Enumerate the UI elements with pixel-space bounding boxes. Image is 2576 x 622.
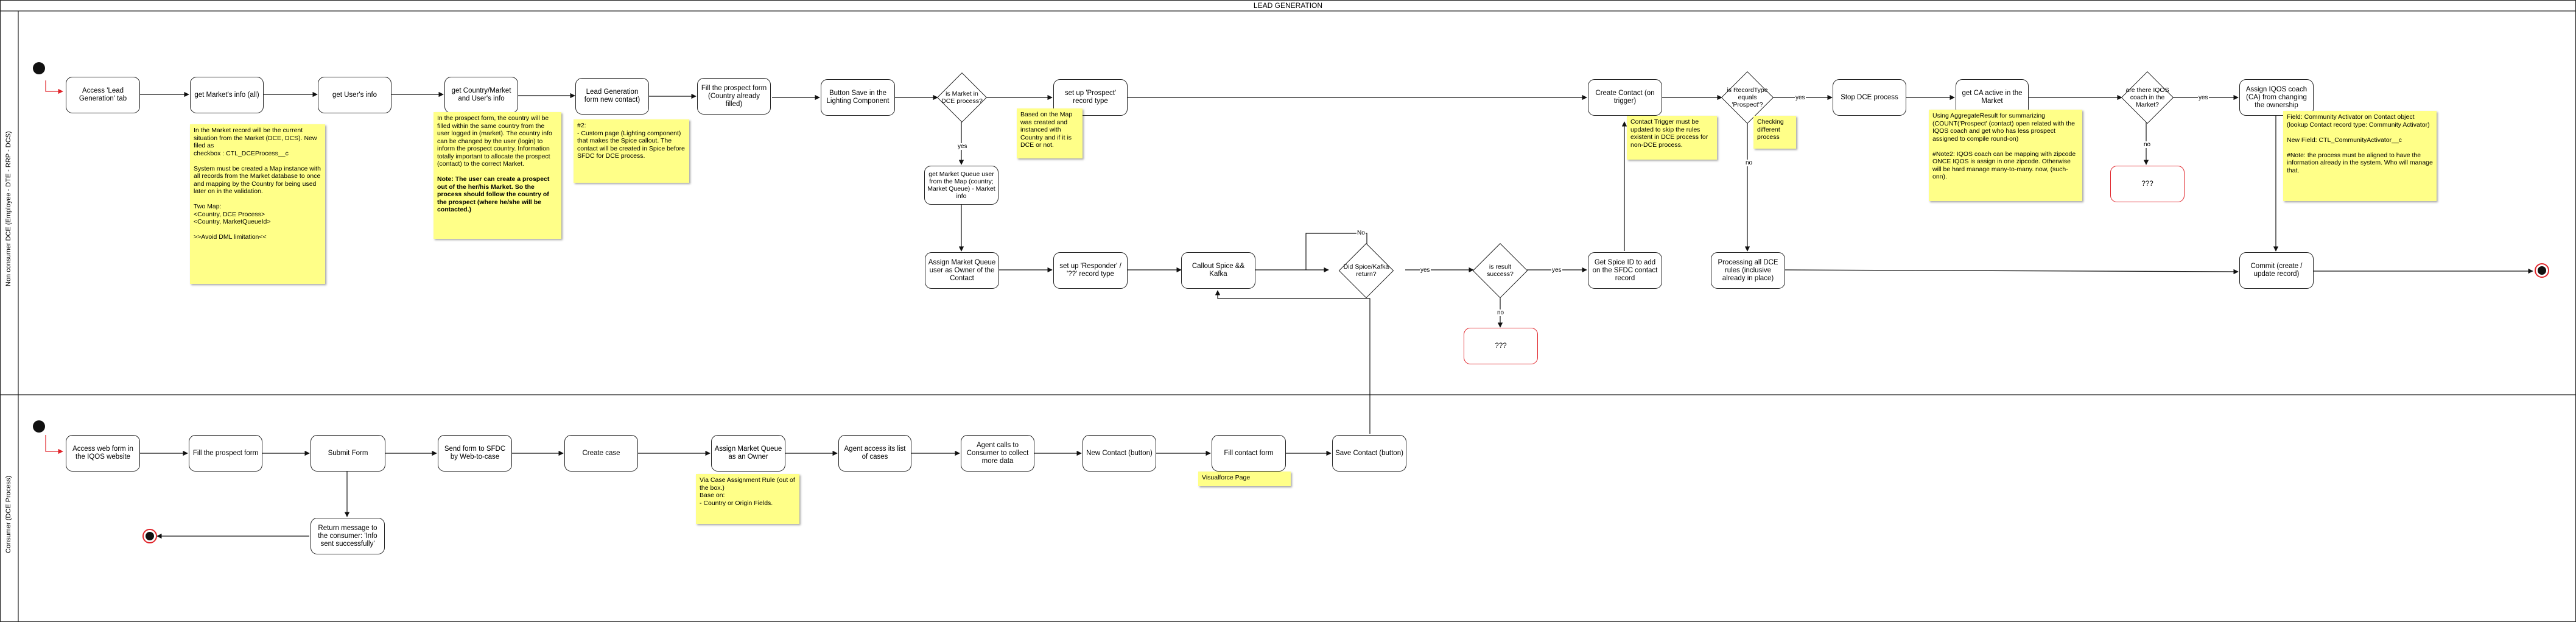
note-case-assignment: Via Case Assignment Rule (out of the box… [696, 474, 799, 524]
fill-prospect-form-node[interactable]: Fill the prospect form [189, 435, 262, 472]
fill-contact-node[interactable]: Fill contact form [1212, 435, 1286, 472]
fill-prospect-node[interactable]: Fill the prospect form (Country already … [697, 78, 771, 115]
pool-title: LEAD GENERATION [1253, 1, 1323, 10]
stop-dce-node[interactable]: Stop DCE process [1833, 79, 1906, 116]
assign-coach-node[interactable]: Assign IQOS coach (CA) from changing the… [2239, 79, 2314, 116]
get-market-info-node[interactable]: get Market's info (all) [190, 77, 264, 113]
unknown-node-2[interactable]: ??? [2110, 166, 2185, 202]
get-market-queue-node[interactable]: get Market Queue user from the Map (coun… [924, 166, 998, 205]
lead-gen-form-node[interactable]: Lead Generation form new contact) [575, 78, 649, 115]
send-form-node[interactable]: Send form to SFDC by Web-to-case [438, 435, 512, 472]
is-recordtype-prospect-decision[interactable]: is RecordType equals 'Prospect'? [1722, 72, 1773, 123]
label-yes-recordtype: yes [1795, 94, 1806, 101]
note-contact-trigger: Contact Trigger must be updated to skip … [1627, 116, 1717, 160]
get-spice-id-node[interactable]: Get Spice ID to add on the SFDC contact … [1588, 252, 1662, 289]
create-case-node[interactable]: Create case [564, 435, 638, 472]
note-custom-page: #2: - Custom page (Lighting component) t… [574, 119, 689, 183]
note-visualforce: Visualforce Page [1198, 472, 1291, 486]
label-no-result: no [1497, 309, 1505, 316]
note-field: Field: Community Activator on Contact ob… [2283, 111, 2437, 201]
get-user-info-node[interactable]: get User's info [318, 77, 391, 113]
label-no-recordtype: no [1745, 160, 1753, 166]
note-checking-process: Checking different process [1753, 116, 1796, 149]
note-prospect-form-bold: Note: The user can create a prospect out… [437, 175, 552, 213]
new-contact-node[interactable]: New Contact (button) [1083, 435, 1156, 472]
note-prospect-form-text: In the prospect form, the country will b… [437, 115, 552, 168]
did-spice-return-decision[interactable]: Did Spice/Kafka return? [1339, 244, 1393, 297]
agent-calls-node[interactable]: Agent calls to Consumer to collect more … [961, 435, 1034, 472]
start-event-top [33, 62, 45, 74]
note-based-on-map: Based on the Map was created and instanc… [1017, 108, 1083, 158]
save-contact-node[interactable]: Save Contact (button) [1332, 435, 1406, 472]
end-event-bottom [142, 529, 157, 543]
are-there-coach-decision[interactable]: are there IQOS coach in the Market? [2122, 72, 2173, 123]
commit-node[interactable]: Commit (create / update record) [2239, 252, 2314, 289]
processing-dce-node[interactable]: Processing all DCE rules (inclusive alre… [1711, 252, 1785, 289]
return-message-node[interactable]: Return message to the consumer: 'Info se… [311, 518, 385, 554]
is-result-success-decision[interactable]: is result success? [1473, 244, 1527, 297]
button-save-node[interactable]: Button Save in the Lighting Component [821, 79, 895, 116]
unknown-node-1[interactable]: ??? [1464, 328, 1538, 364]
label-yes-result: yes [1551, 267, 1562, 274]
label-no-did-spice: No [1356, 230, 1366, 236]
label-yes-coach: yes [2198, 94, 2209, 101]
label-no-coach: no [2143, 141, 2152, 148]
label-yes-did-spice: yes [1420, 267, 1431, 274]
agent-access-node[interactable]: Agent access its list of cases [838, 435, 911, 472]
lane-title-consumer: Consumer (DCE Process) [5, 475, 12, 553]
is-market-dce-decision[interactable]: is Market in DCE process? [938, 73, 986, 122]
label-yes-market-dce: yes [957, 143, 968, 150]
callout-spice-node[interactable]: Callout Spice && Kafka [1181, 252, 1255, 289]
assign-queue-node[interactable]: Assign Market Queue as an Owner [711, 435, 785, 472]
assign-market-queue-node[interactable]: Assign Market Queue user as Owner of the… [925, 252, 999, 289]
start-event-bottom [33, 420, 45, 433]
note-prospect-form: In the prospect form, the country will b… [433, 112, 561, 239]
access-web-node[interactable]: Access web form in the IQOS website [66, 435, 140, 472]
access-lead-tab-node[interactable]: Access 'Lead Generation' tab [66, 77, 140, 113]
note-market-record: In the Market record will be the current… [190, 124, 325, 284]
submit-form-node[interactable]: Submit Form [311, 435, 385, 472]
lane-title-non-consumer: Non consumer DCE (Employee - DTE - RRP -… [5, 131, 12, 286]
end-event-top [2535, 263, 2549, 278]
setup-responder-node[interactable]: set up 'Responder' / '??' record type [1053, 252, 1128, 289]
create-contact-node[interactable]: Create Contact (on trigger) [1588, 79, 1662, 116]
note-aggregate: Using AggregateResult for summarizing (C… [1929, 110, 2082, 201]
get-country-market-node[interactable]: get Country/Market and User's info [444, 77, 518, 113]
